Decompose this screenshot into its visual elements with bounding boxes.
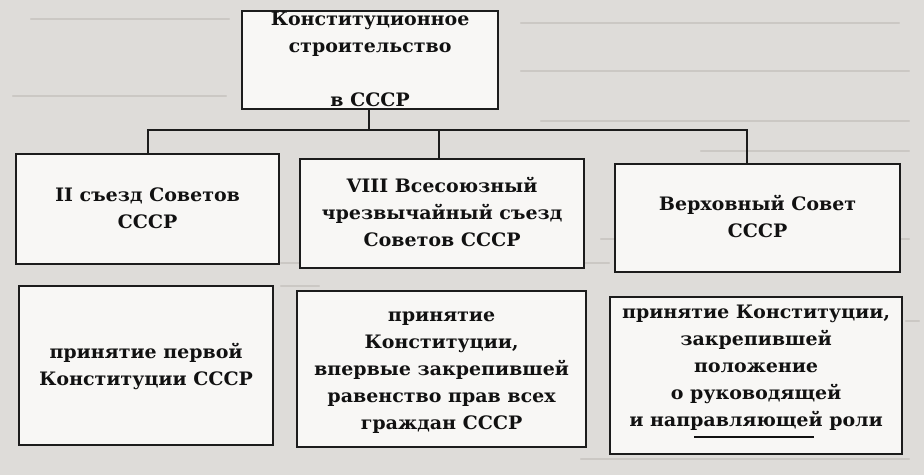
bleed-through-line	[905, 320, 920, 322]
fill-in-blank-line	[694, 436, 814, 438]
bleed-through-line	[12, 95, 227, 97]
branch-detail-leading-role: принятие Конституции, закрепившей положе…	[609, 296, 903, 455]
branch-detail-text: принятие Конституции, закрепившей положе…	[622, 301, 890, 431]
branch-header-text: VIII Всесоюзный чрезвычайный съезд Совет…	[321, 175, 563, 251]
branch-detail-text: принятие первой Конституции СССР	[39, 340, 253, 390]
branch-header-supreme-soviet: Верховный Совет СССР	[614, 163, 901, 273]
branch-detail-text: принятие Конституции, впервые закрепивше…	[314, 303, 569, 434]
branch-header-text: Верховный Совет СССР	[658, 193, 857, 242]
bleed-through-line	[30, 18, 230, 20]
root-node-text: Конституционное строительство в СССР	[253, 0, 487, 141]
bleed-through-line	[700, 150, 910, 152]
bleed-through-line	[520, 22, 900, 24]
bleed-through-line	[520, 70, 910, 72]
bleed-through-line	[280, 285, 320, 287]
root-title-line-2: в СССР	[330, 89, 410, 111]
branch-header-congress-8: VIII Всесоюзный чрезвычайный съезд Совет…	[299, 158, 585, 269]
root-node: Конституционное строительство в СССР	[241, 8, 499, 111]
branch-header-congress-2: II съезд Советов СССР	[15, 153, 280, 265]
root-title-line-1: Конституционное строительство	[270, 8, 470, 57]
bleed-through-line	[580, 458, 910, 460]
bleed-through-line	[540, 120, 910, 122]
branch-detail-first-constitution: принятие первой Конституции СССР	[18, 285, 274, 446]
branch-header-text: II съезд Советов СССР	[55, 184, 240, 233]
branch-detail-equal-rights: принятие Конституции, впервые закрепивше…	[296, 290, 587, 448]
